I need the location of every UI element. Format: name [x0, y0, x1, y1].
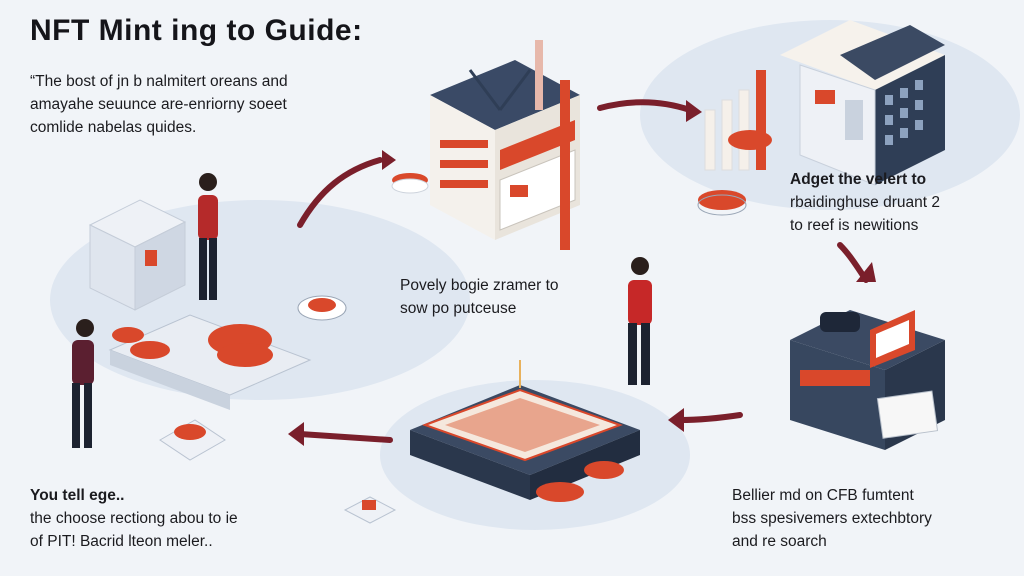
caption-line: of PIT! Bacrid lteon meler.. [30, 533, 213, 550]
caption-line: the choose rectiong abou to ie [30, 510, 238, 527]
flow-arrow-2 [597, 99, 693, 113]
caption-line: Povely bogie zramer to [400, 277, 559, 294]
subtitle-line: “The bost of jn b nalmitert oreans and [30, 73, 288, 90]
person-working-illustration [72, 319, 94, 448]
caption-line: You tell ege.. [30, 487, 125, 504]
minting-building-illustration [391, 40, 580, 250]
page-subtitle: “The bost of jn b nalmitert oreans and a… [30, 70, 360, 139]
flow-arrow-4 [677, 412, 743, 423]
flow-arrow-1 [297, 157, 383, 228]
page-title: NFT Mint ing to Guide: [30, 14, 363, 47]
caption-line: Bellier md on CFB fumtent [732, 487, 914, 504]
caption-line: sow po putceuse [400, 300, 517, 317]
caption-line: Adget the velert to [790, 171, 927, 188]
step-caption-choose: You tell ege.. the choose rectiong abou … [30, 484, 238, 553]
flow-arrow-5 [297, 431, 393, 443]
flow-arrowhead-3 [856, 262, 876, 282]
step-caption-mint: Povely bogie zramer to sow po putceuse [400, 274, 559, 320]
caption-line: to reef is newitions [790, 217, 919, 234]
caption-line: rbaidinghuse druant 2 [790, 194, 940, 211]
step-caption-deliver: Bellier md on CFB fumtent bss spesivemer… [732, 484, 932, 553]
person-standing-illustration [198, 173, 218, 300]
caption-line: and re soarch [732, 533, 827, 550]
flow-arrowhead-5 [288, 422, 304, 446]
flow-arrowhead-1 [382, 150, 396, 170]
flow-arrowhead-4 [668, 408, 684, 432]
nft-platform-illustration [410, 360, 640, 502]
server-building-illustration [697, 20, 945, 216]
step-caption-adjust: Adget the velert to rbaidinghuse druant … [790, 168, 940, 237]
person-presenting-illustration [628, 257, 652, 385]
caption-line: bss spesivemers extechbtory [732, 510, 932, 527]
subtitle-line: amayahe seuunce are-enriorny soeet [30, 96, 287, 113]
flow-arrowhead-2 [686, 100, 702, 122]
subtitle-line: comlide nabelas quides. [30, 119, 197, 136]
nft-terminal-illustration [790, 310, 945, 450]
nft-display-blocks-illustration [88, 199, 397, 524]
